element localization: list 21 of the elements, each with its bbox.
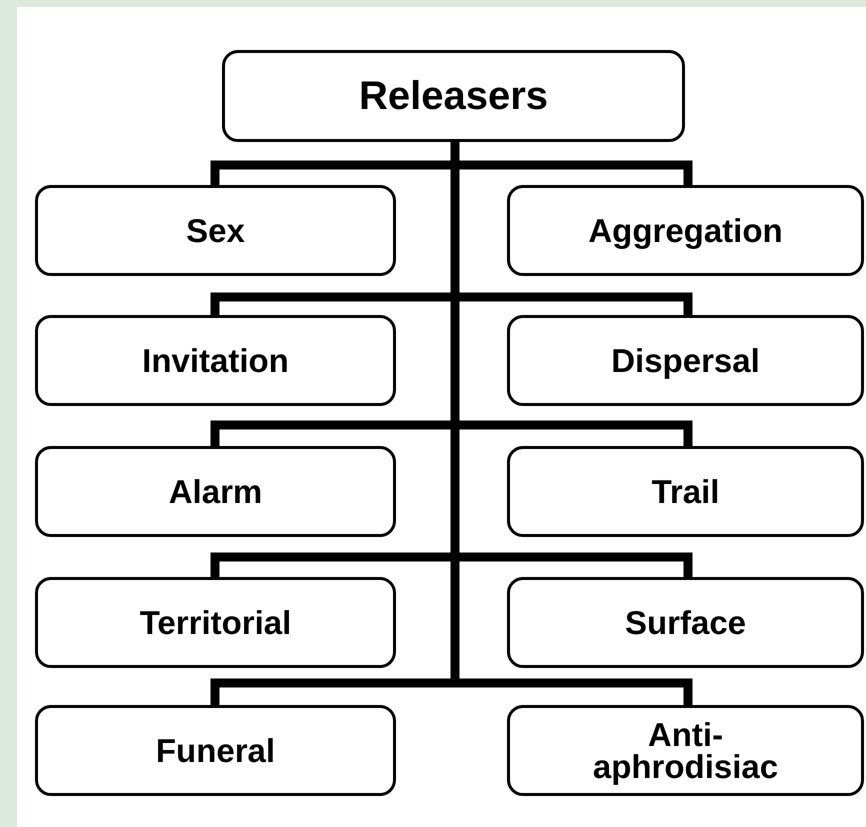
box-label: Trail bbox=[652, 476, 720, 508]
category-box bbox=[507, 446, 864, 537]
box-label: Releasers bbox=[358, 77, 548, 115]
category-box bbox=[507, 577, 864, 668]
category-box bbox=[507, 705, 864, 796]
box-label: Alarm bbox=[168, 476, 262, 508]
category-box bbox=[35, 577, 396, 668]
root-box bbox=[222, 50, 685, 142]
box-label: Sex bbox=[186, 214, 245, 246]
category-box bbox=[35, 185, 396, 276]
category-box bbox=[507, 315, 864, 406]
category-box bbox=[507, 185, 864, 276]
box-label: Funeral bbox=[156, 734, 276, 766]
category-box bbox=[35, 705, 396, 796]
box-label: Surface bbox=[624, 606, 746, 638]
category-box bbox=[35, 315, 396, 406]
box-label: Aggregation bbox=[588, 214, 783, 246]
box-label: Invitation bbox=[142, 344, 289, 376]
box-label: Dispersal bbox=[611, 344, 760, 376]
category-box bbox=[35, 446, 396, 537]
box-label: Territorial bbox=[140, 606, 292, 638]
